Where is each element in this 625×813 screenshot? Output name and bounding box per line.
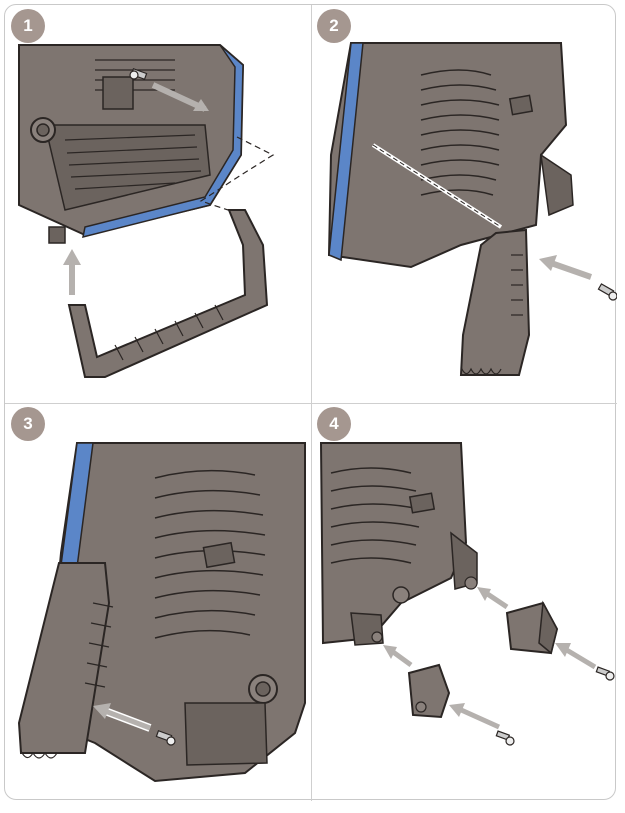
screw-icon	[595, 666, 615, 681]
screw-icon	[495, 730, 515, 746]
step-4-illustration	[319, 442, 615, 746]
step-panel-2: 2	[311, 5, 617, 404]
arrow-icon	[383, 645, 413, 668]
step-1-illustration	[18, 44, 275, 378]
step-panel-4: 4	[311, 403, 617, 801]
handle-bracket	[459, 228, 531, 376]
step-3-illustration	[17, 442, 306, 783]
screw-icon	[129, 68, 148, 80]
step-number-badge: 3	[11, 407, 45, 441]
arrow-icon	[151, 82, 209, 112]
handle-bracket	[67, 209, 269, 378]
arrow-icon	[449, 703, 501, 730]
arrow-icon	[93, 703, 152, 732]
arrow-icon	[555, 643, 597, 670]
foot-cap	[407, 663, 451, 719]
step-panel-3: 3	[5, 403, 312, 801]
step-2-illustration	[327, 42, 617, 376]
handle-bracket	[17, 562, 114, 759]
step-panel-1: 1	[5, 5, 312, 404]
foot-cap	[505, 600, 559, 655]
step-number-badge: 4	[317, 407, 351, 441]
arrow-icon	[539, 255, 592, 280]
screw-icon	[155, 730, 176, 746]
arrow-icon	[63, 249, 81, 295]
step-number-badge: 2	[317, 9, 351, 43]
step-number-badge: 1	[11, 9, 45, 43]
screw-icon	[597, 283, 617, 301]
instruction-sheet: 1	[4, 4, 617, 801]
arrow-icon	[477, 587, 509, 610]
